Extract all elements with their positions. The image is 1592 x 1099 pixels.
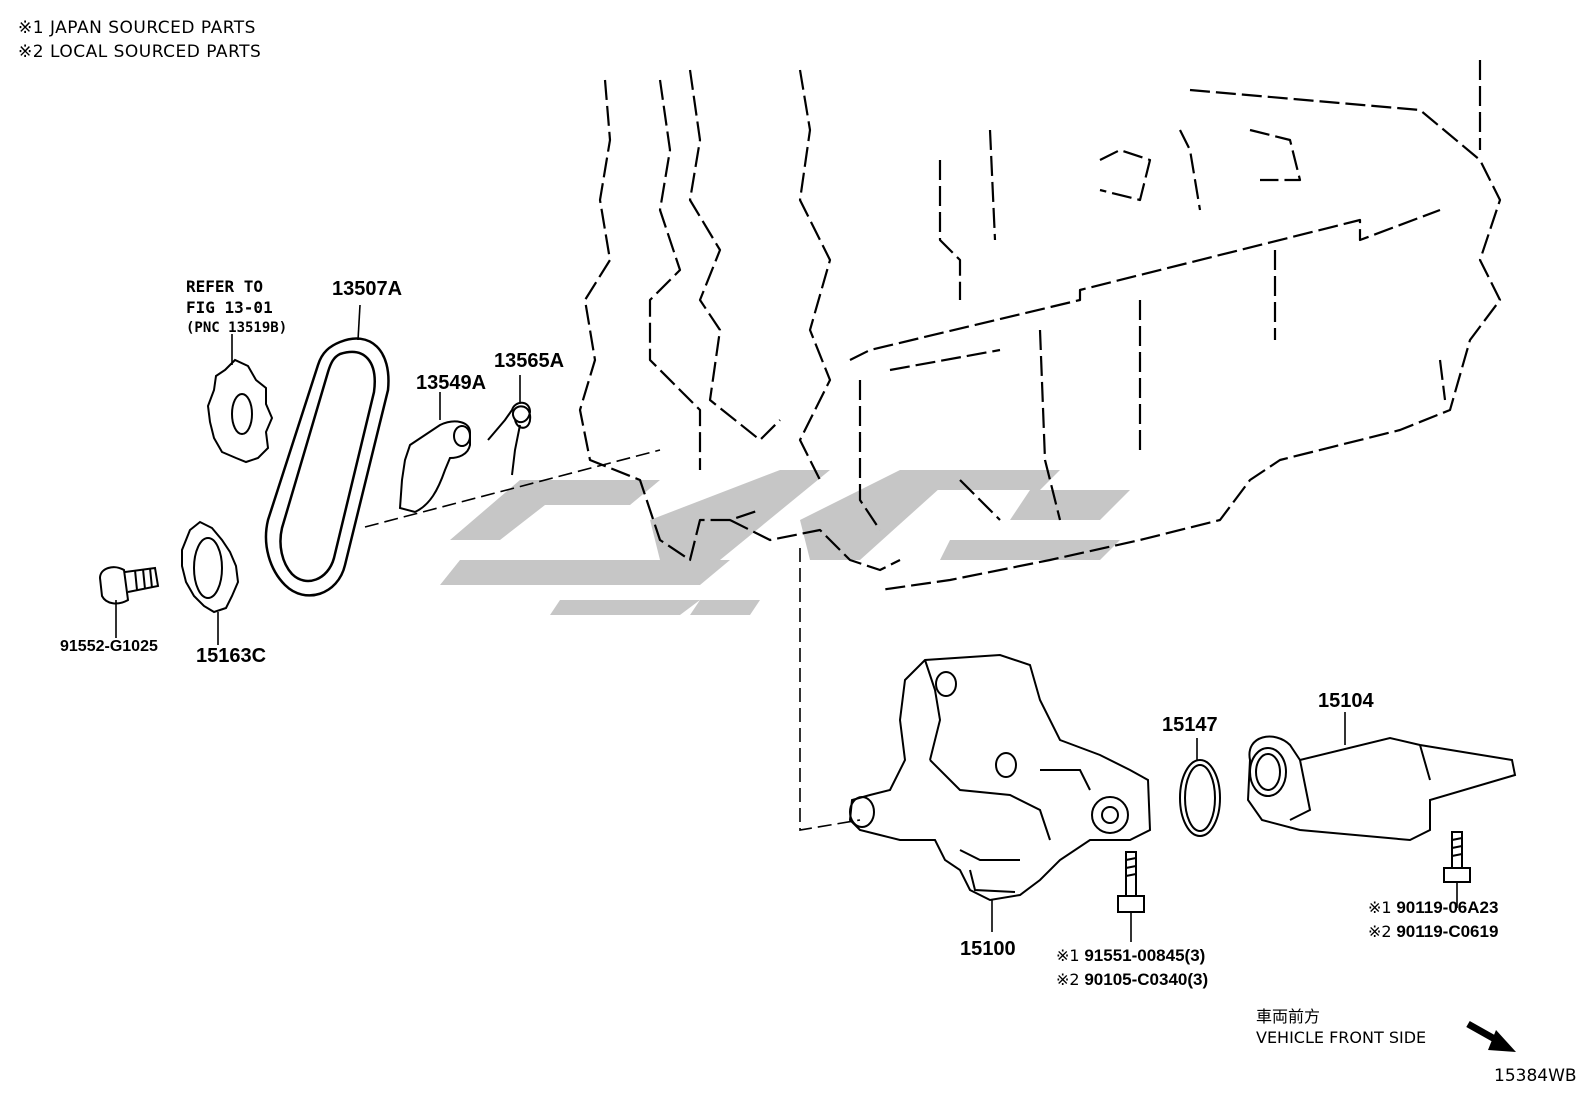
reference-line-2: FIG 13-01 <box>186 298 273 317</box>
pump-bolt <box>1117 851 1145 913</box>
strainer-bolt <box>1443 831 1471 883</box>
note-local-sourced: ※2 LOCAL SOURCED PARTS <box>18 42 262 62</box>
label-oil-strainer: 15104 <box>1318 690 1374 712</box>
sprocket-bolt <box>98 566 160 605</box>
tensioner-slipper <box>398 420 471 514</box>
gasket <box>1179 759 1221 837</box>
tensioner-spring <box>487 401 532 476</box>
note-japan-sourced: ※1 JAPAN SOURCED PARTS <box>18 18 256 38</box>
engine-block-outline <box>578 60 1502 592</box>
strainer-bolt-number-2: 90119-C0619 <box>1396 922 1499 941</box>
reference-line-1: REFER TO <box>186 277 264 296</box>
label-oil-pump: 15100 <box>960 938 1016 960</box>
oil-pump <box>848 653 1152 902</box>
pump-bolt-number-1: 91551-00845(3) <box>1084 946 1206 965</box>
label-tensioner-slipper: 13549A <box>416 372 487 394</box>
vehicle-front-en: VEHICLE FRONT SIDE <box>1256 1028 1427 1047</box>
vehicle-front-jp: 車両前方 <box>1256 1007 1321 1026</box>
strainer-bolt-pn-1: ※1 90119-06A23 <box>1368 898 1498 918</box>
label-tensioner-spring: 13565A <box>494 350 565 372</box>
upper-sprocket <box>206 358 274 464</box>
alignment-lines <box>364 449 861 831</box>
reference-note: REFER TO FIG 13-01 (PNC 13519B) <box>186 276 287 339</box>
strainer-bolt-mark-2: ※2 <box>1368 922 1392 941</box>
strainer-bolt-number-1: 90119-06A23 <box>1396 898 1499 917</box>
pump-bolt-pn-2: ※2 90105-C0340(3) <box>1056 970 1208 990</box>
pump-bolt-mark-1: ※1 <box>1056 946 1080 965</box>
pump-bolt-mark-2: ※2 <box>1056 970 1080 989</box>
label-gasket: 15147 <box>1162 714 1218 736</box>
label-timing-chain: 13507A <box>332 278 403 300</box>
watermark-logo <box>440 470 1130 615</box>
crank-sprocket <box>181 520 240 614</box>
pump-bolt-number-2: 90105-C0340(3) <box>1084 970 1209 989</box>
label-crank-sprocket: 15163C <box>196 645 267 667</box>
label-sprocket-bolt: 91552-G1025 <box>60 638 158 655</box>
arrow-icon <box>1466 1020 1516 1052</box>
reference-line-3: (PNC 13519B) <box>186 320 288 336</box>
strainer-bolt-mark-1: ※1 <box>1368 898 1392 917</box>
oil-strainer <box>1246 735 1517 842</box>
timing-chain <box>264 337 390 597</box>
strainer-bolt-pn-2: ※2 90119-C0619 <box>1368 922 1498 942</box>
pump-bolt-pn-1: ※1 91551-00845(3) <box>1056 946 1205 966</box>
diagram-code: 15384WB <box>1494 1066 1577 1086</box>
vehicle-front-side-label: 車両前方 VEHICLE FRONT SIDE <box>1256 1006 1426 1048</box>
